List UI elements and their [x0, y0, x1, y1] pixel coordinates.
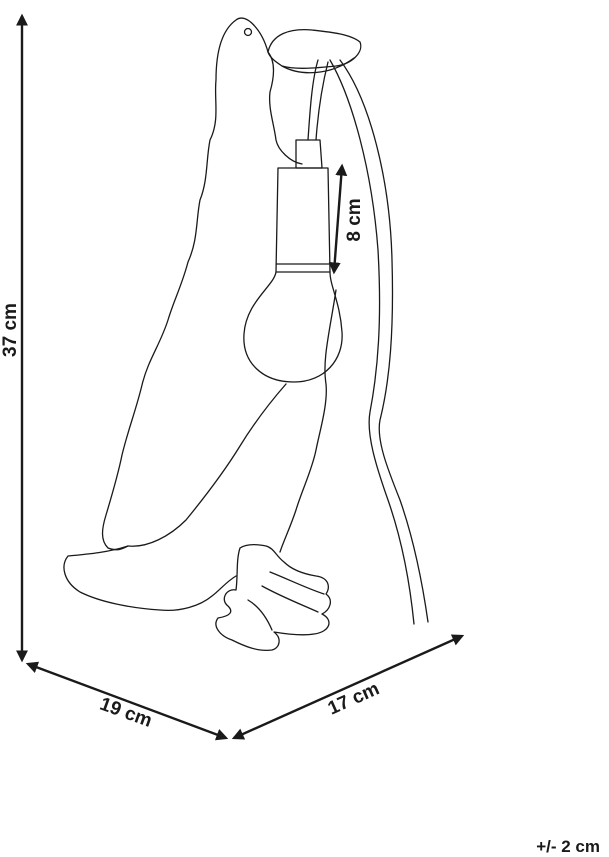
lamp-cord-inner: [329, 59, 415, 625]
dimension-labels: 37 cm 19 cm 17 cm 8 cm +/- 2 cm: [0, 198, 600, 856]
socket-dimension-line: [328, 163, 348, 275]
penguin-toe-lines: [247, 571, 325, 631]
light-bulb: [243, 271, 343, 383]
lamp-cord: [339, 59, 429, 623]
penguin-lamp-illustration: [63, 17, 362, 652]
penguin-body-outline: [63, 17, 269, 612]
socket-label: 8 cm: [344, 198, 365, 241]
lamp-socket: [275, 167, 331, 273]
penguin-wing: [127, 383, 287, 547]
lamp-parts: [243, 59, 429, 625]
penguin-head-detail: [267, 51, 303, 165]
penguin-eye: [243, 27, 253, 37]
dimension-lines: [16, 13, 465, 741]
penguin-feet: [215, 544, 332, 652]
penguin-back-edge: [279, 289, 337, 553]
penguin-beak-lower: [281, 57, 355, 74]
penguin-beak: [267, 28, 362, 69]
width-dimension-line: [25, 661, 229, 741]
bulb-hanging-wire: [307, 59, 329, 141]
depth-dimension-line: [231, 634, 465, 740]
height-label: 37 cm: [0, 303, 21, 357]
tolerance-label: +/- 2 cm: [536, 837, 600, 856]
